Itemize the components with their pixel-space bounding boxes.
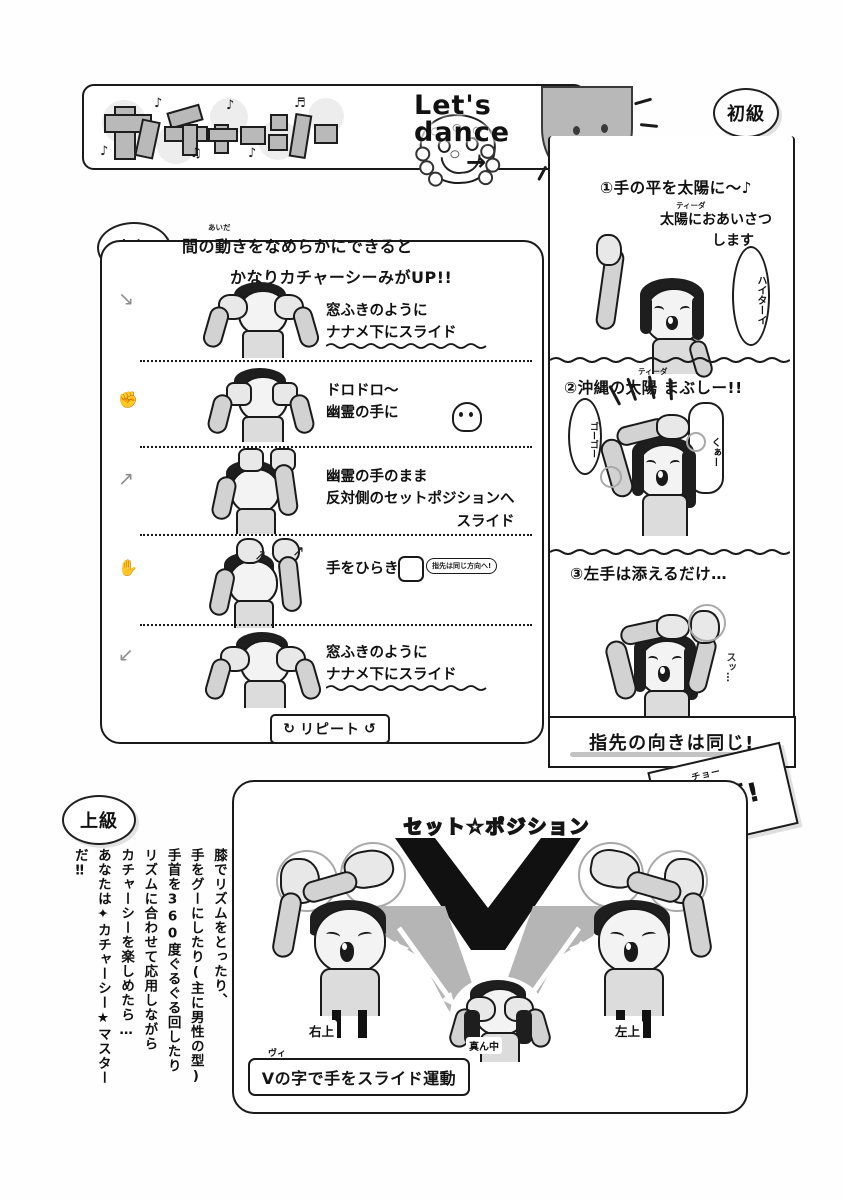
- title-banner: ♪ ♪ ♫ ♪ ♪ ♬ Let's dance →: [82, 84, 586, 188]
- intermediate-heading: あいだ 間の動きをなめらかにできると かなりカチャーシーみがUP!!: [182, 222, 532, 288]
- lets-dance-label: Let's dance: [414, 92, 554, 146]
- v-chip-ruby: ヴィ: [268, 1049, 287, 1059]
- mark-arrow-down-left-icon: ↙: [118, 644, 134, 666]
- dotted-separator: [140, 534, 532, 536]
- intermediate-heading-ruby: あいだ: [208, 223, 231, 232]
- inter-step3-caption: 幽霊の手のまま 反対側のセットポジションへ スライド: [326, 469, 515, 530]
- ghost-icon: [452, 402, 482, 432]
- inter-step5-caption: 窓ふきのように ナナメ下にスライド: [326, 645, 457, 684]
- fingertip-note: 指先は同じ方向へ!: [426, 558, 498, 574]
- mark-open-hand-icon: ✋: [118, 558, 138, 577]
- inter-step2-caption: ドロドロ〜 幽霊の手に: [326, 383, 399, 422]
- figure-inter-step1: [192, 282, 322, 358]
- figure-left-up-pose: [548, 842, 718, 1038]
- figure-beginner-step1: [594, 234, 738, 380]
- set-position-title: セット☆ポジション: [403, 815, 591, 839]
- intermediate-heading-line2: かなりカチャーシーみがUP!!: [230, 268, 453, 287]
- badge-advanced: 上級: [62, 795, 136, 845]
- fingertip-underline: [570, 752, 766, 757]
- dotted-separator: [140, 624, 532, 626]
- wavy-underline: [326, 343, 487, 349]
- inter-step1-caption: 窓ふきのように ナナメ下にスライド: [326, 303, 457, 342]
- label-center: 真ん中: [466, 1037, 502, 1054]
- figure-right-up-pose: [262, 842, 432, 1038]
- beginner-step3-heading: ③左手は添えるだけ…: [570, 565, 728, 583]
- beginner-step1-heading: ①手の平を太陽に〜♪: [600, 179, 753, 197]
- label-right-up: 右上: [306, 1020, 338, 1041]
- beginner-step1-ruby: ティーダ: [676, 201, 706, 210]
- title-katakana-art: ♪ ♪ ♫ ♪ ♪ ♬: [98, 94, 398, 164]
- sun-ray-icon: [634, 97, 652, 105]
- dotted-separator: [140, 446, 532, 448]
- beginner-step1-subline2: します: [712, 233, 754, 249]
- wavy-separator: [550, 549, 790, 555]
- repeat-label: リピート: [300, 722, 360, 738]
- badge-beginner: 初級: [713, 88, 779, 138]
- beginner-step2-heading: ②沖縄の太陽 まぶしー!!: [564, 379, 743, 397]
- open-hand-icon: [398, 556, 424, 582]
- mark-arrow-up-right-icon: ↗: [118, 468, 134, 490]
- figure-center-pose: [444, 974, 554, 1084]
- figure-inter-step4: ↗ ↗: [196, 538, 326, 628]
- sun-ray-icon: [639, 123, 659, 128]
- label-left-up: 左上: [612, 1020, 644, 1041]
- mark-arrow-down-right-icon: ↘: [118, 288, 134, 310]
- figure-inter-step3: [196, 448, 326, 534]
- repeat-icon-right: ↺: [364, 721, 377, 737]
- inter-step4-caption: 手をひらき: [326, 561, 399, 577]
- figure-inter-step5: [196, 632, 326, 708]
- figure-inter-step2: [192, 368, 322, 442]
- repeat-chip: ↻ リピート ↺: [270, 714, 390, 744]
- intermediate-panel: [100, 240, 544, 744]
- mark-fist-icon: ✊: [118, 390, 138, 409]
- wavy-separator: [550, 357, 790, 363]
- sfx-sutt: スッ…: [724, 652, 735, 682]
- big-v-arrow-icon: [395, 838, 581, 950]
- figure-beginner-step2: [598, 375, 730, 543]
- dotted-separator: [140, 360, 532, 362]
- beginner-step1-subline1: 太陽におあいさつ: [660, 212, 772, 228]
- bubble-gogo: ゴーゴー: [568, 398, 602, 475]
- advanced-body-text: 膝でリズムをとったり、 手をグーにしたり(主に男性の型) 手首を360度ぐるぐる…: [71, 848, 227, 1085]
- fingertip-banner: 指先の向きは同じ!: [548, 716, 796, 768]
- dance-arrow-icon: →: [466, 148, 487, 176]
- repeat-icon-left: ↻: [283, 721, 296, 737]
- lets-label: Let's dance: [414, 90, 511, 148]
- v-slide-chip: Ⅴの字で手をスライド運動: [248, 1058, 470, 1096]
- figure-beginner-step3: [603, 596, 742, 736]
- intermediate-heading-line1: 間の動きをなめらかにできると: [182, 237, 413, 256]
- bubble-haitai: ハイターイ: [732, 246, 770, 346]
- wavy-underline: [326, 685, 487, 691]
- beginner-step2-ruby: ティーダ: [638, 367, 668, 376]
